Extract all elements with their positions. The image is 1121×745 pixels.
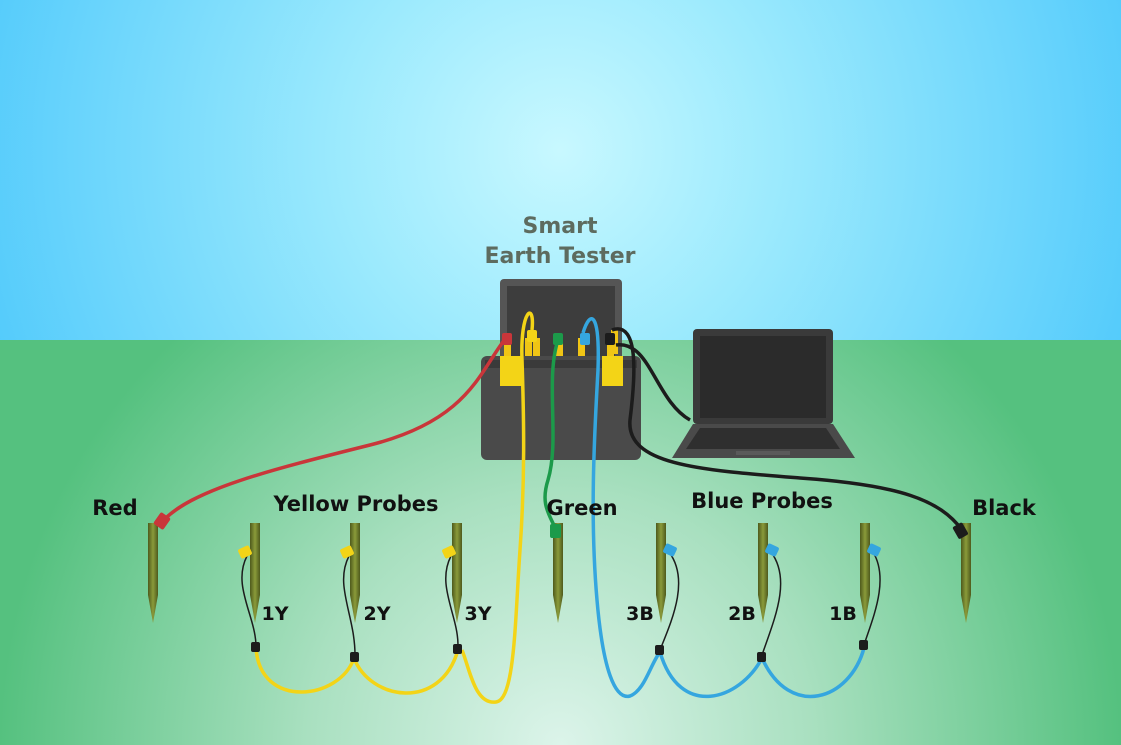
earth-tester-icon: [481, 279, 641, 460]
device-title-line2: Earth Tester: [485, 244, 636, 269]
label-probe-2y: 2Y: [364, 603, 391, 625]
black-lead: [611, 327, 964, 532]
label-black: Black: [972, 496, 1037, 520]
green-lead: [543, 339, 560, 531]
label-probe-1y: 1Y: [262, 603, 289, 625]
yellow-lead-main: [460, 311, 535, 704]
label-probe-3b: 3B: [626, 603, 654, 625]
label-red: Red: [92, 496, 137, 520]
label-probe-2b: 2B: [728, 603, 756, 625]
label-probe-1b: 1B: [829, 603, 857, 625]
blue-lead-main: [581, 317, 662, 698]
black-lead-laptop: [615, 343, 691, 422]
label-blue-probes: Blue Probes: [691, 489, 833, 513]
device-title-line1: Smart: [523, 214, 598, 239]
red-lead: [160, 336, 508, 524]
yellow-probe-clips: [241, 555, 459, 656]
blue-probe-clips: [659, 551, 881, 656]
laptop-icon: [672, 329, 855, 458]
label-green: Green: [546, 496, 617, 520]
label-probe-3y: 3Y: [465, 603, 492, 625]
label-yellow-probes: Yellow Probes: [272, 492, 438, 516]
